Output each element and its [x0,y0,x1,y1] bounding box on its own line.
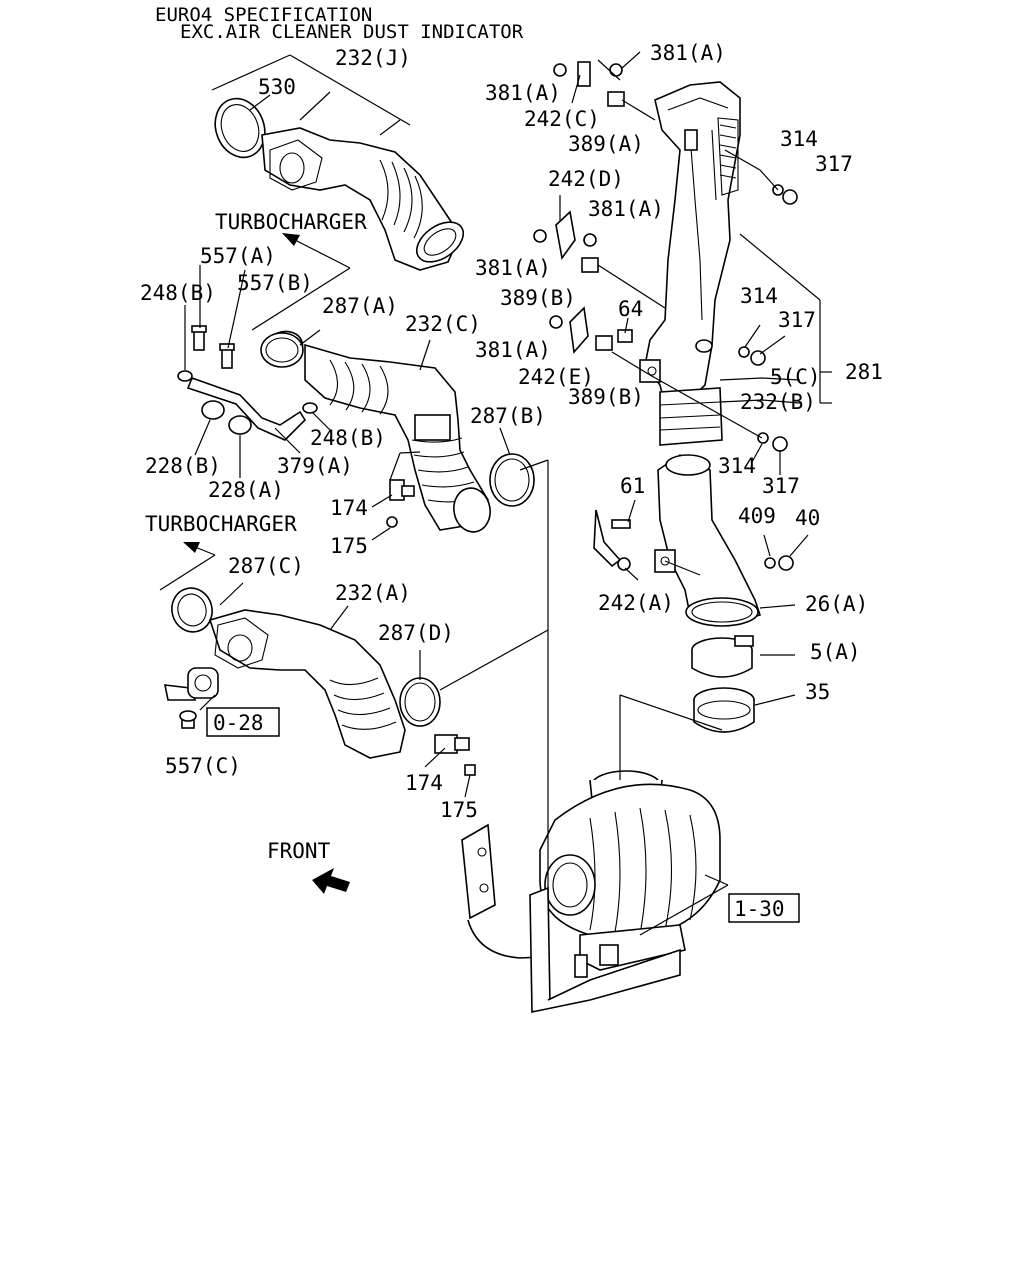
label-228a: 228(A) [208,478,284,502]
fasteners-upper-right [533,61,798,571]
label-248b-upper: 248(B) [140,281,216,305]
label-389b-2: 389(B) [568,385,644,409]
duct-281 [639,81,741,446]
label-530: 530 [258,75,296,99]
label-389b-1: 389(B) [500,286,576,310]
label-61: 61 [620,474,645,498]
label-381a-4: 381(A) [475,256,551,280]
label-232b: 232(B) [740,390,816,414]
label-5c: 5(C) [770,365,821,389]
label-557c: 557(C) [165,754,241,778]
label-232j: 232(J) [335,46,411,70]
label-175-upper: 175 [330,534,368,558]
label-381a-2: 381(A) [650,41,726,65]
label-228b: 228(B) [145,454,221,478]
label-35: 35 [805,680,830,704]
bracket-379a [177,325,318,441]
label-409: 409 [738,504,776,528]
hose-232a [171,587,476,776]
label-26a: 26(A) [805,592,868,616]
duct-26a [654,454,762,627]
air-cleaner-130 [539,770,721,971]
label-381a-3: 381(A) [588,197,664,221]
turbo-label-upper: TURBOCHARGER [215,210,367,234]
label-287b: 287(B) [470,404,546,428]
label-287c: 287(C) [228,554,304,578]
label-281: 281 [845,360,883,384]
front-indicator: FRONT [267,839,350,894]
spec-title: EURO4 SPECIFICATION [155,4,372,26]
connector-lines [184,51,832,936]
label-242c: 242(C) [524,107,600,131]
label-557a: 557(A) [200,244,276,268]
label-389a: 389(A) [568,132,644,156]
turbo-label-lower: TURBOCHARGER [145,512,297,536]
front-arrow-icon [312,868,350,894]
label-174-upper: 174 [330,496,368,520]
sensor-174-upper [386,479,415,528]
callout-labels: 232(J) 530 557(A) 557(B) 248(B) 287(A) 2… [140,41,883,822]
label-64: 64 [618,297,643,321]
label-5a: 5(A) [810,640,861,664]
label-381a-5: 381(A) [475,338,551,362]
ref-box-028[interactable]: 0-28 [206,707,280,737]
sensor-028 [163,667,219,729]
ref-box-130[interactable]: 1-30 [728,893,800,923]
label-314-2: 314 [740,284,778,308]
clamp-287a [260,332,304,368]
label-314-3: 314 [718,454,756,478]
label-314-1: 314 [780,127,818,151]
bracket-mount [461,823,681,1014]
label-287d: 287(D) [378,621,454,645]
ring-35 [693,687,755,733]
label-174-lower: 174 [405,771,443,795]
label-248b-lower: 248(B) [310,426,386,450]
label-40: 40 [795,506,820,530]
label-317-2: 317 [778,308,816,332]
label-242d: 242(D) [548,167,624,191]
label-242a: 242(A) [598,591,674,615]
label-317-3: 317 [762,474,800,498]
ref-label-130: 1-30 [734,897,785,921]
turbo-direction-upper: TURBOCHARGER [215,210,367,331]
label-232a: 232(A) [335,581,411,605]
clamp-5a [691,635,754,678]
ref-label-028: 0-28 [213,711,264,735]
label-175-lower: 175 [440,798,478,822]
label-557b: 557(B) [237,271,313,295]
label-232c: 232(C) [405,312,481,336]
spec-subtitle: EXC.AIR CLEANER DUST INDICATOR [180,21,524,43]
hose-232j [214,97,464,271]
label-381a-1: 381(A) [485,81,561,105]
label-287a: 287(A) [322,294,398,318]
label-317-1: 317 [815,152,853,176]
front-label: FRONT [267,839,331,863]
turbo-direction-lower: TURBOCHARGER [145,512,297,591]
label-379a: 379(A) [277,454,353,478]
label-242e: 242(E) [518,365,594,389]
clamp-287b [489,453,535,507]
